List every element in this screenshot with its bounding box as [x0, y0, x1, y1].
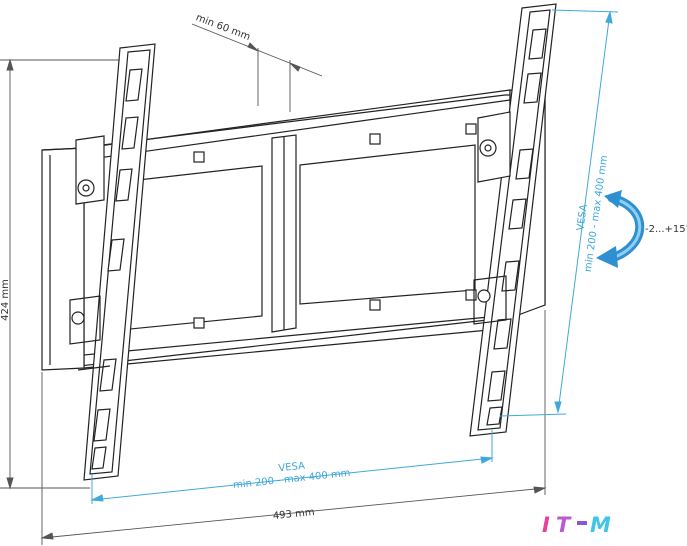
- vesa-vertical-title: VESA: [575, 204, 590, 232]
- left-mounting-arm: [69, 43, 156, 481]
- it-m-logo: I T M: [538, 510, 644, 538]
- tilt-label: -2...+15°: [645, 224, 687, 235]
- height-label: 424 mm: [0, 279, 11, 321]
- svg-text:I: I: [542, 513, 550, 537]
- width-label: 493 mm: [272, 507, 315, 522]
- right-mounting-arm: [469, 3, 557, 437]
- depth-dimension: [191, 23, 323, 112]
- svg-text:M: M: [590, 513, 611, 537]
- vesa-horizontal-dimension: [90, 430, 494, 504]
- svg-text:T: T: [556, 513, 572, 537]
- width-dimension: [40, 310, 547, 545]
- height-dimension: [0, 58, 120, 490]
- tilt-arrow-icon: [596, 190, 645, 268]
- depth-label: min 60 mm: [194, 12, 252, 43]
- vesa-vertical-dimension: [499, 9, 619, 417]
- vesa-horizontal-title: VESA: [278, 461, 306, 475]
